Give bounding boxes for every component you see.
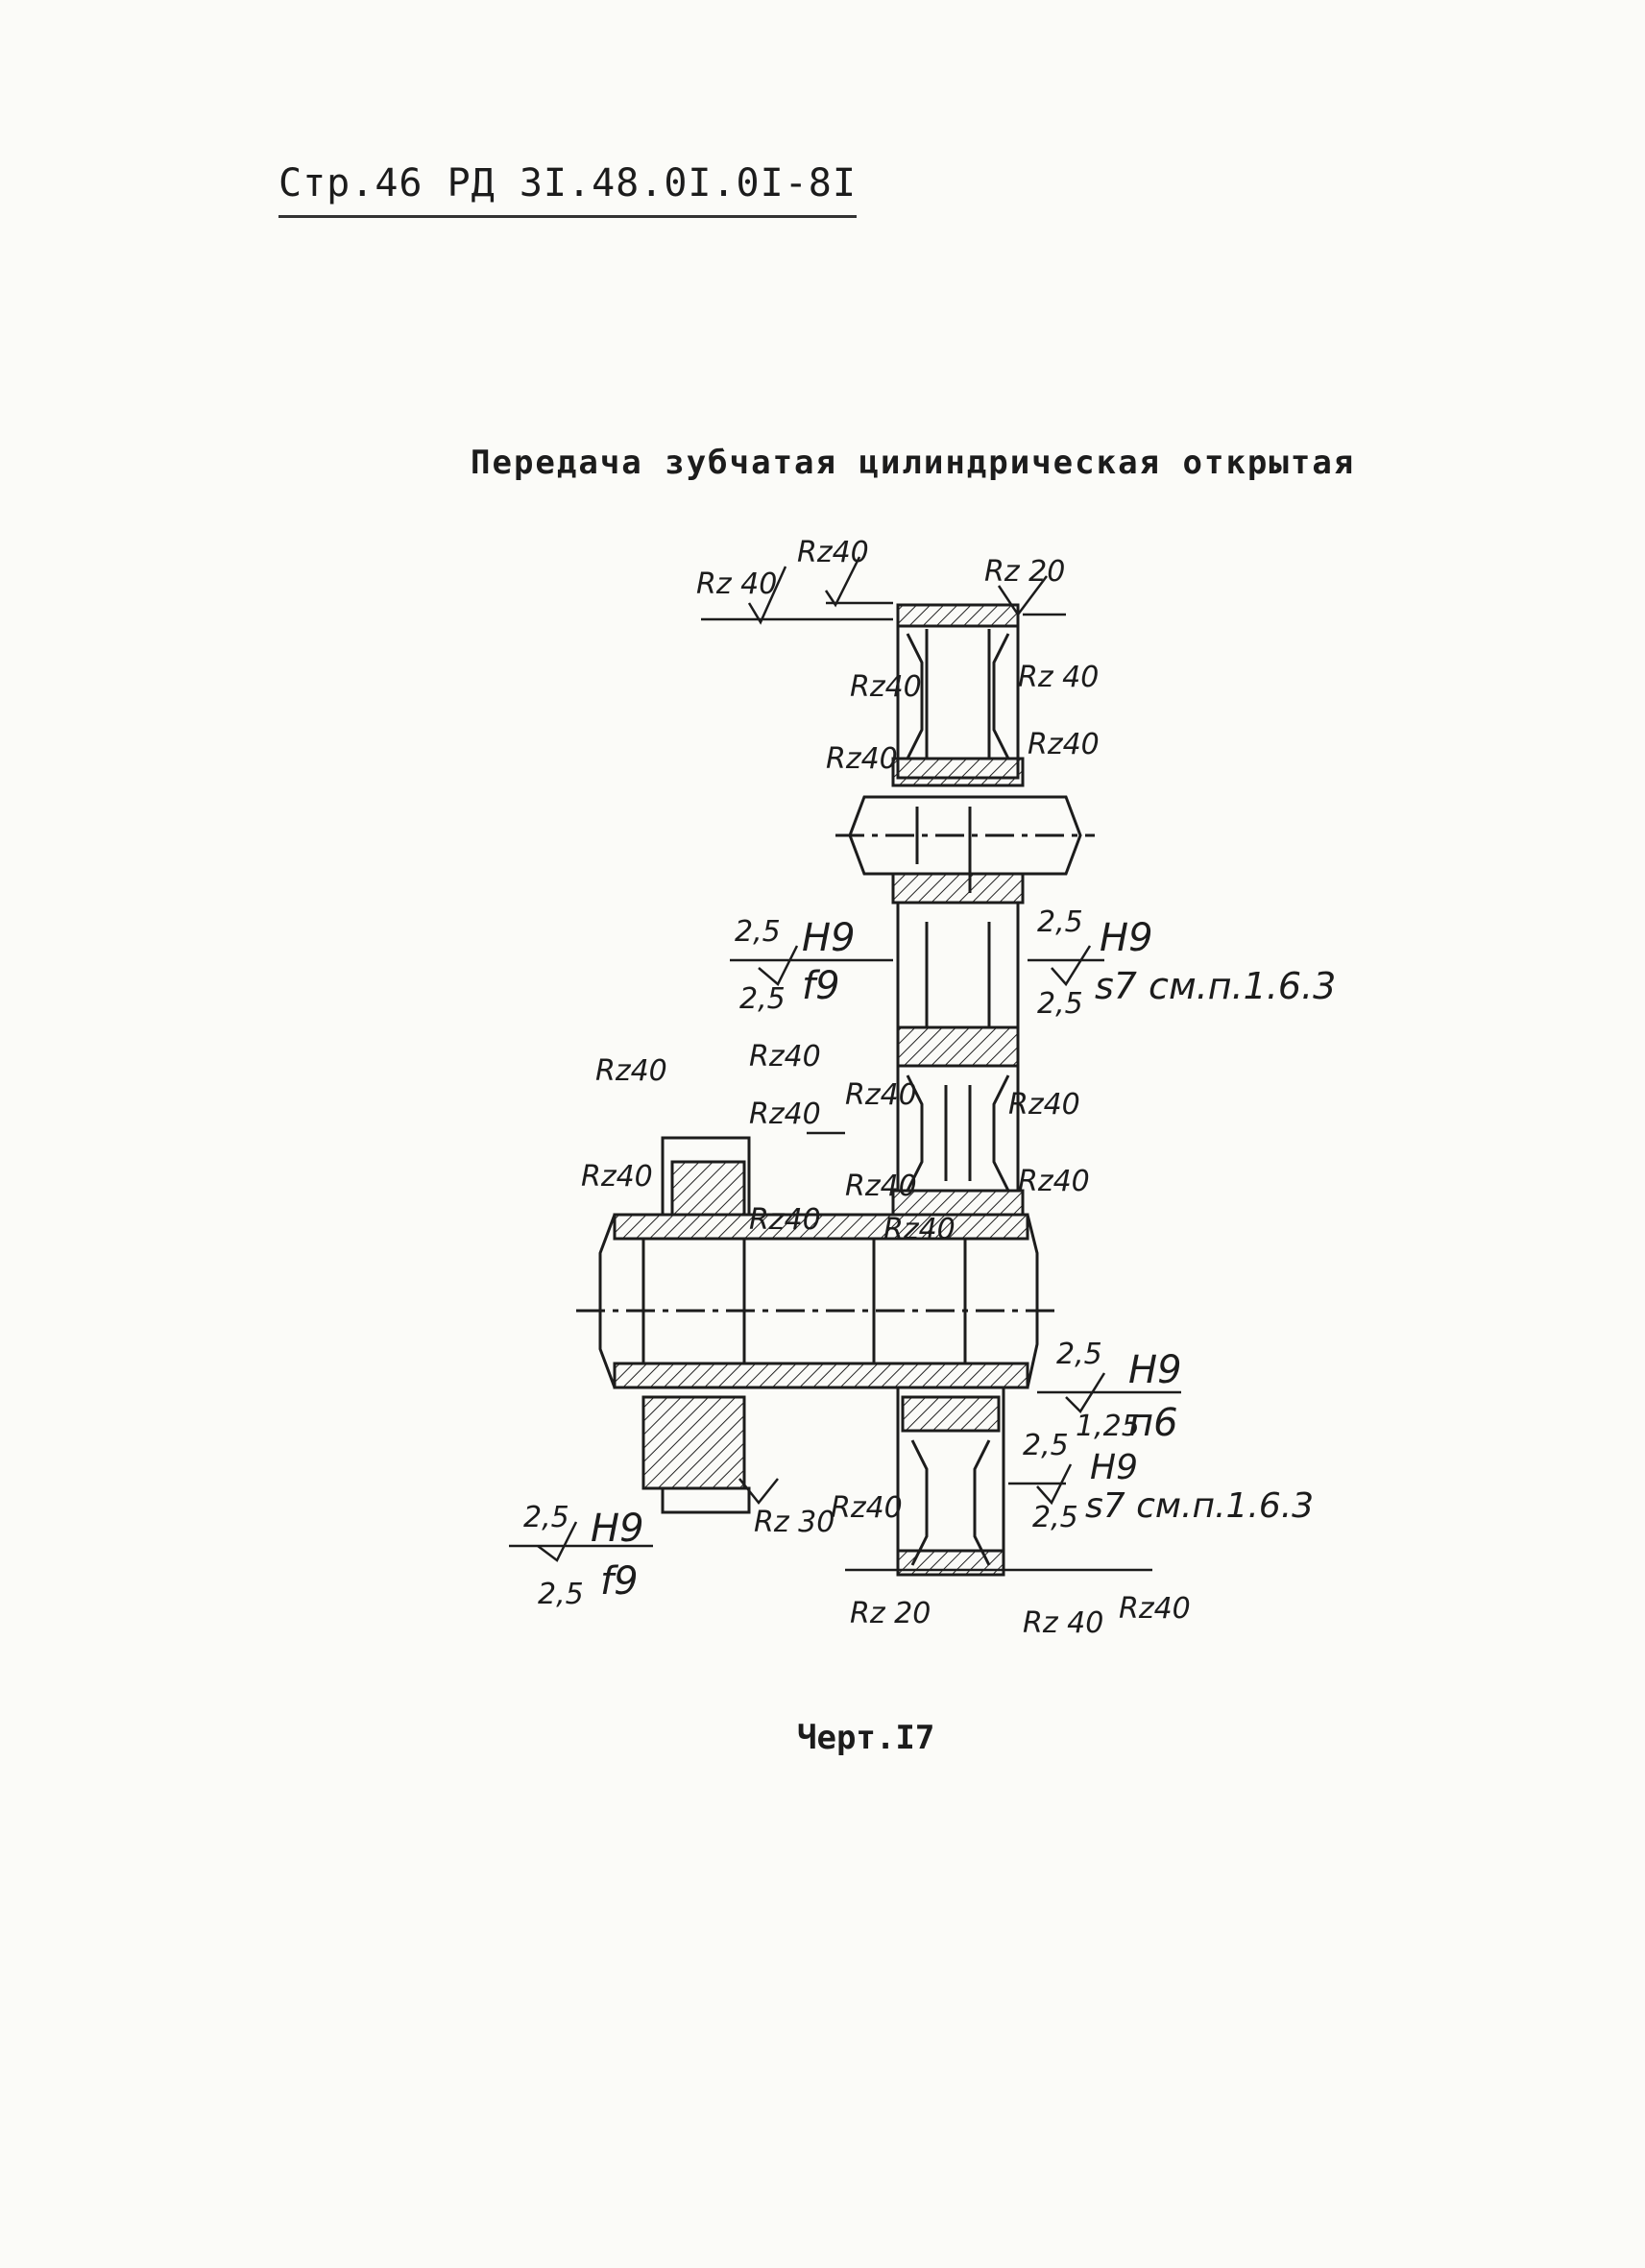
left-pinion — [641, 1136, 751, 1514]
roughness-label: Rz 40 — [1018, 661, 1099, 694]
svg-text:2,5: 2,5 — [1037, 905, 1083, 939]
roughness-label: Rz40 — [845, 1170, 917, 1203]
roughness-symbols — [537, 556, 1106, 1562]
roughness-label: Rz40 — [826, 742, 898, 776]
svg-text:H9: H9 — [1090, 1448, 1138, 1487]
roughness-label: Rz40 — [595, 1054, 667, 1088]
roughness-label: Rz40 — [1018, 1165, 1090, 1198]
roughness-label: Rz40 — [1119, 1592, 1191, 1626]
fit-lower-left: 2,5 2,5 H9 f9 — [523, 1501, 644, 1611]
svg-text:H9: H9 — [802, 916, 856, 960]
roughness-label: Rz40 — [850, 670, 922, 704]
svg-text:2,5: 2,5 — [1023, 1429, 1069, 1462]
fit-lower-right: 2,5 2,5 H9 s7 см.п.1.6.3 — [1023, 1429, 1314, 1534]
svg-text:f9: f9 — [802, 964, 840, 1008]
svg-text:1,25: 1,25 — [1076, 1410, 1140, 1443]
roughness-label: Rz40 — [831, 1491, 903, 1525]
svg-text:2,5: 2,5 — [1056, 1338, 1102, 1371]
svg-text:s7 см.п.1.6.3: s7 см.п.1.6.3 — [1085, 1486, 1314, 1526]
lower-right-gear — [896, 1386, 1005, 1577]
svg-text:2,5: 2,5 — [1032, 1501, 1078, 1534]
roughness-label: Rz 20 — [984, 555, 1065, 589]
roughness-label: Rz40 — [1008, 1088, 1080, 1122]
roughness-label: Rz40 — [845, 1078, 917, 1112]
svg-text:2,5: 2,5 — [538, 1578, 584, 1611]
roughness-label: Rz40 — [749, 1040, 821, 1074]
middle-gear — [891, 901, 1025, 1217]
figure-title: Передача зубчатая цилиндрическая открыта… — [471, 444, 1356, 482]
roughness-label: Rz 40 — [1023, 1606, 1103, 1640]
roughness-label: Rz40 — [1028, 728, 1100, 761]
roughness-label: Rz40 — [749, 1098, 821, 1131]
svg-text:2,5: 2,5 — [523, 1501, 569, 1534]
fit-upper-left: 2,5 2,5 H9 f9 — [735, 915, 856, 1016]
roughness-label: Rz40 — [581, 1160, 653, 1194]
roughness-label: Rz 20 — [850, 1597, 931, 1630]
svg-text:H9: H9 — [591, 1507, 644, 1551]
svg-text:2,5: 2,5 — [1037, 987, 1083, 1021]
roughness-label: Rz40 — [749, 1203, 821, 1237]
svg-text:п6: п6 — [1128, 1401, 1178, 1445]
figure-caption: Черт.I7 — [797, 1719, 935, 1757]
roughness-label: Rz40 — [797, 536, 869, 569]
roughness-label: Rz 40 — [696, 567, 777, 601]
page-header: Стр.46 РД 3I.48.0I.0I-8I — [278, 161, 857, 218]
svg-text:f9: f9 — [600, 1559, 639, 1604]
svg-text:H9: H9 — [1100, 916, 1153, 960]
fit-upper-right: 2,5 2,5 H9 s7 см.п.1.6.3 — [1037, 905, 1336, 1021]
roughness-label: Rz 30 — [754, 1506, 835, 1539]
svg-text:s7 см.п.1.6.3: s7 см.п.1.6.3 — [1095, 965, 1336, 1007]
fit-mid-right: 2,5 1,25 H9 п6 — [1056, 1338, 1182, 1445]
svg-text:2,5: 2,5 — [739, 982, 786, 1016]
roughness-label: Rz40 — [883, 1213, 956, 1246]
svg-text:H9: H9 — [1128, 1348, 1182, 1392]
lower-shaft — [576, 1213, 1056, 1389]
svg-text:2,5: 2,5 — [735, 915, 781, 949]
upper-shaft — [835, 795, 1095, 905]
upper-gear — [888, 603, 1028, 799]
